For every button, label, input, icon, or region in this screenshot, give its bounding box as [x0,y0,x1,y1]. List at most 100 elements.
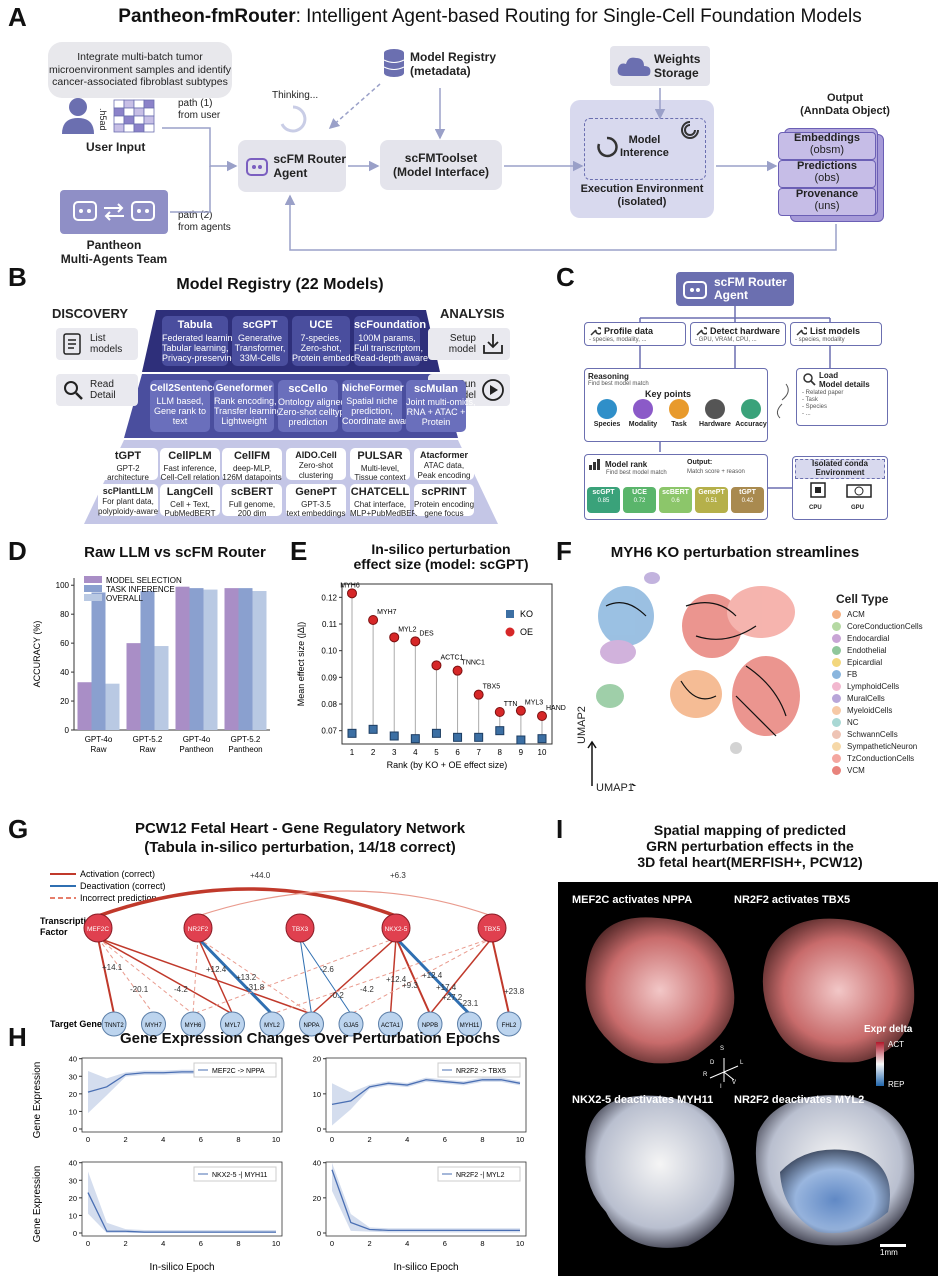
list-models-button[interactable]: List models [56,328,138,360]
e-xtick-label: 2 [371,748,376,757]
g-edge-label: +12.4 [206,965,227,974]
g-edge [394,936,471,1016]
model-desc: Federated learning, Tabular learning, Pr… [162,332,241,364]
keypoint-label: Accuracy [735,421,767,428]
g-edge [395,937,431,1015]
legend-label: Endothelial [847,646,887,655]
c-agent-box[interactable]: scFM Router Agent [676,272,794,306]
router-agent-box[interactable]: scFM Router Agent [238,140,346,192]
g-edge [192,937,397,1015]
cell-type-title: Cell Type [836,592,889,606]
read-detail-button[interactable]: Read Detail [56,374,138,406]
d-category-label: Pantheon [228,745,262,754]
detect-hardware-box[interactable]: Detect hardware - GPU, VRAM, CPU, ... [690,322,786,346]
g-edge-label: -0.2 [330,991,344,1000]
rank-chip-name: UCE [632,489,647,496]
axis-d: D [710,1060,715,1066]
panel-letter-h: H [8,1022,27,1052]
d-category-label: Raw [139,745,155,754]
panel-a-arrows [162,83,837,251]
legend-label: Epicardial [847,658,883,667]
e-xtick-label: 6 [455,748,460,757]
output-predictions[interactable]: Predictions(obs) [778,160,876,188]
model-name: Cell2Sentence [150,383,219,394]
quad-label-3: NKX2-5 deactivates MYH11 [572,1094,714,1106]
legend-label: CoreConductionCells [847,622,923,631]
g-edge [389,937,397,1015]
d-category-label: GPT-5.2 [133,735,163,744]
g-edge [197,937,312,1015]
legend-swatch [832,670,841,679]
panel-letter-d: D [8,536,27,566]
registry-label: Model Registry (metadata) [410,50,497,79]
legend-swatch [832,610,841,619]
umap-plot [587,572,800,786]
panel-letter-f: F [556,536,572,566]
predictions-sub: (obs) [814,171,840,184]
spatial-panel: MEF2C activates NPPA NR2F2 activates TBX… [558,882,938,1276]
thinking-label: Thinking... [272,90,319,101]
d-ytick-label: 100 [56,581,70,590]
g-target-label: NPPB [422,1023,438,1029]
setup-model-button[interactable]: Setup model [428,328,510,360]
output-embeddings[interactable]: Embeddings(obsm) [778,132,876,160]
toolset-box[interactable]: scFMToolset (Model Interface) [380,140,502,190]
output-provenance[interactable]: Provenance(uns) [778,188,876,216]
g-legend-label: Deactivation (correct) [80,881,166,891]
legend-label: MuralCells [847,694,885,703]
e-oe-point [347,588,357,599]
g-tf-node [477,913,507,943]
g-target-node [417,1011,443,1037]
load-details-box[interactable]: Load Model details - Related paper - Tas… [796,368,888,426]
g-row-target-label: Target Gene [50,1019,102,1029]
profile-data-box[interactable]: Profile data - species, modality, ... [584,322,686,346]
inference-label: Model Interence [620,134,669,160]
e-xtick-label: 10 [538,748,547,757]
e-gene-label: MYH7 [377,609,397,616]
d-bar [224,588,239,730]
g-edge-label: +12.4 [386,975,407,984]
umap2-label: UMAP2 [576,706,588,744]
g-edge-label: +44.0 [250,871,271,880]
gpu-label: GPU [851,505,865,511]
legend-label: SympatheticNeuron [847,742,918,751]
modality-icon [633,399,653,419]
list-models-box[interactable]: List models - species, modality [790,322,882,346]
model-desc: Protein encoding gene focus [414,499,475,518]
model-name: CellFM [233,450,271,462]
h-ytick-label: 30 [69,1072,77,1081]
h-frame [81,1057,283,1133]
rank-chip-score: 0.72 [633,497,646,504]
d-category-label: GPT-5.2 [231,735,261,744]
g-edge-long [197,890,493,917]
h-line [331,1079,521,1106]
model-desc: Joint multi-omics, RNA + ATAC + Protein [406,396,476,428]
panel-h-title: Gene Expression Changes Over Perturbatio… [119,1030,501,1047]
